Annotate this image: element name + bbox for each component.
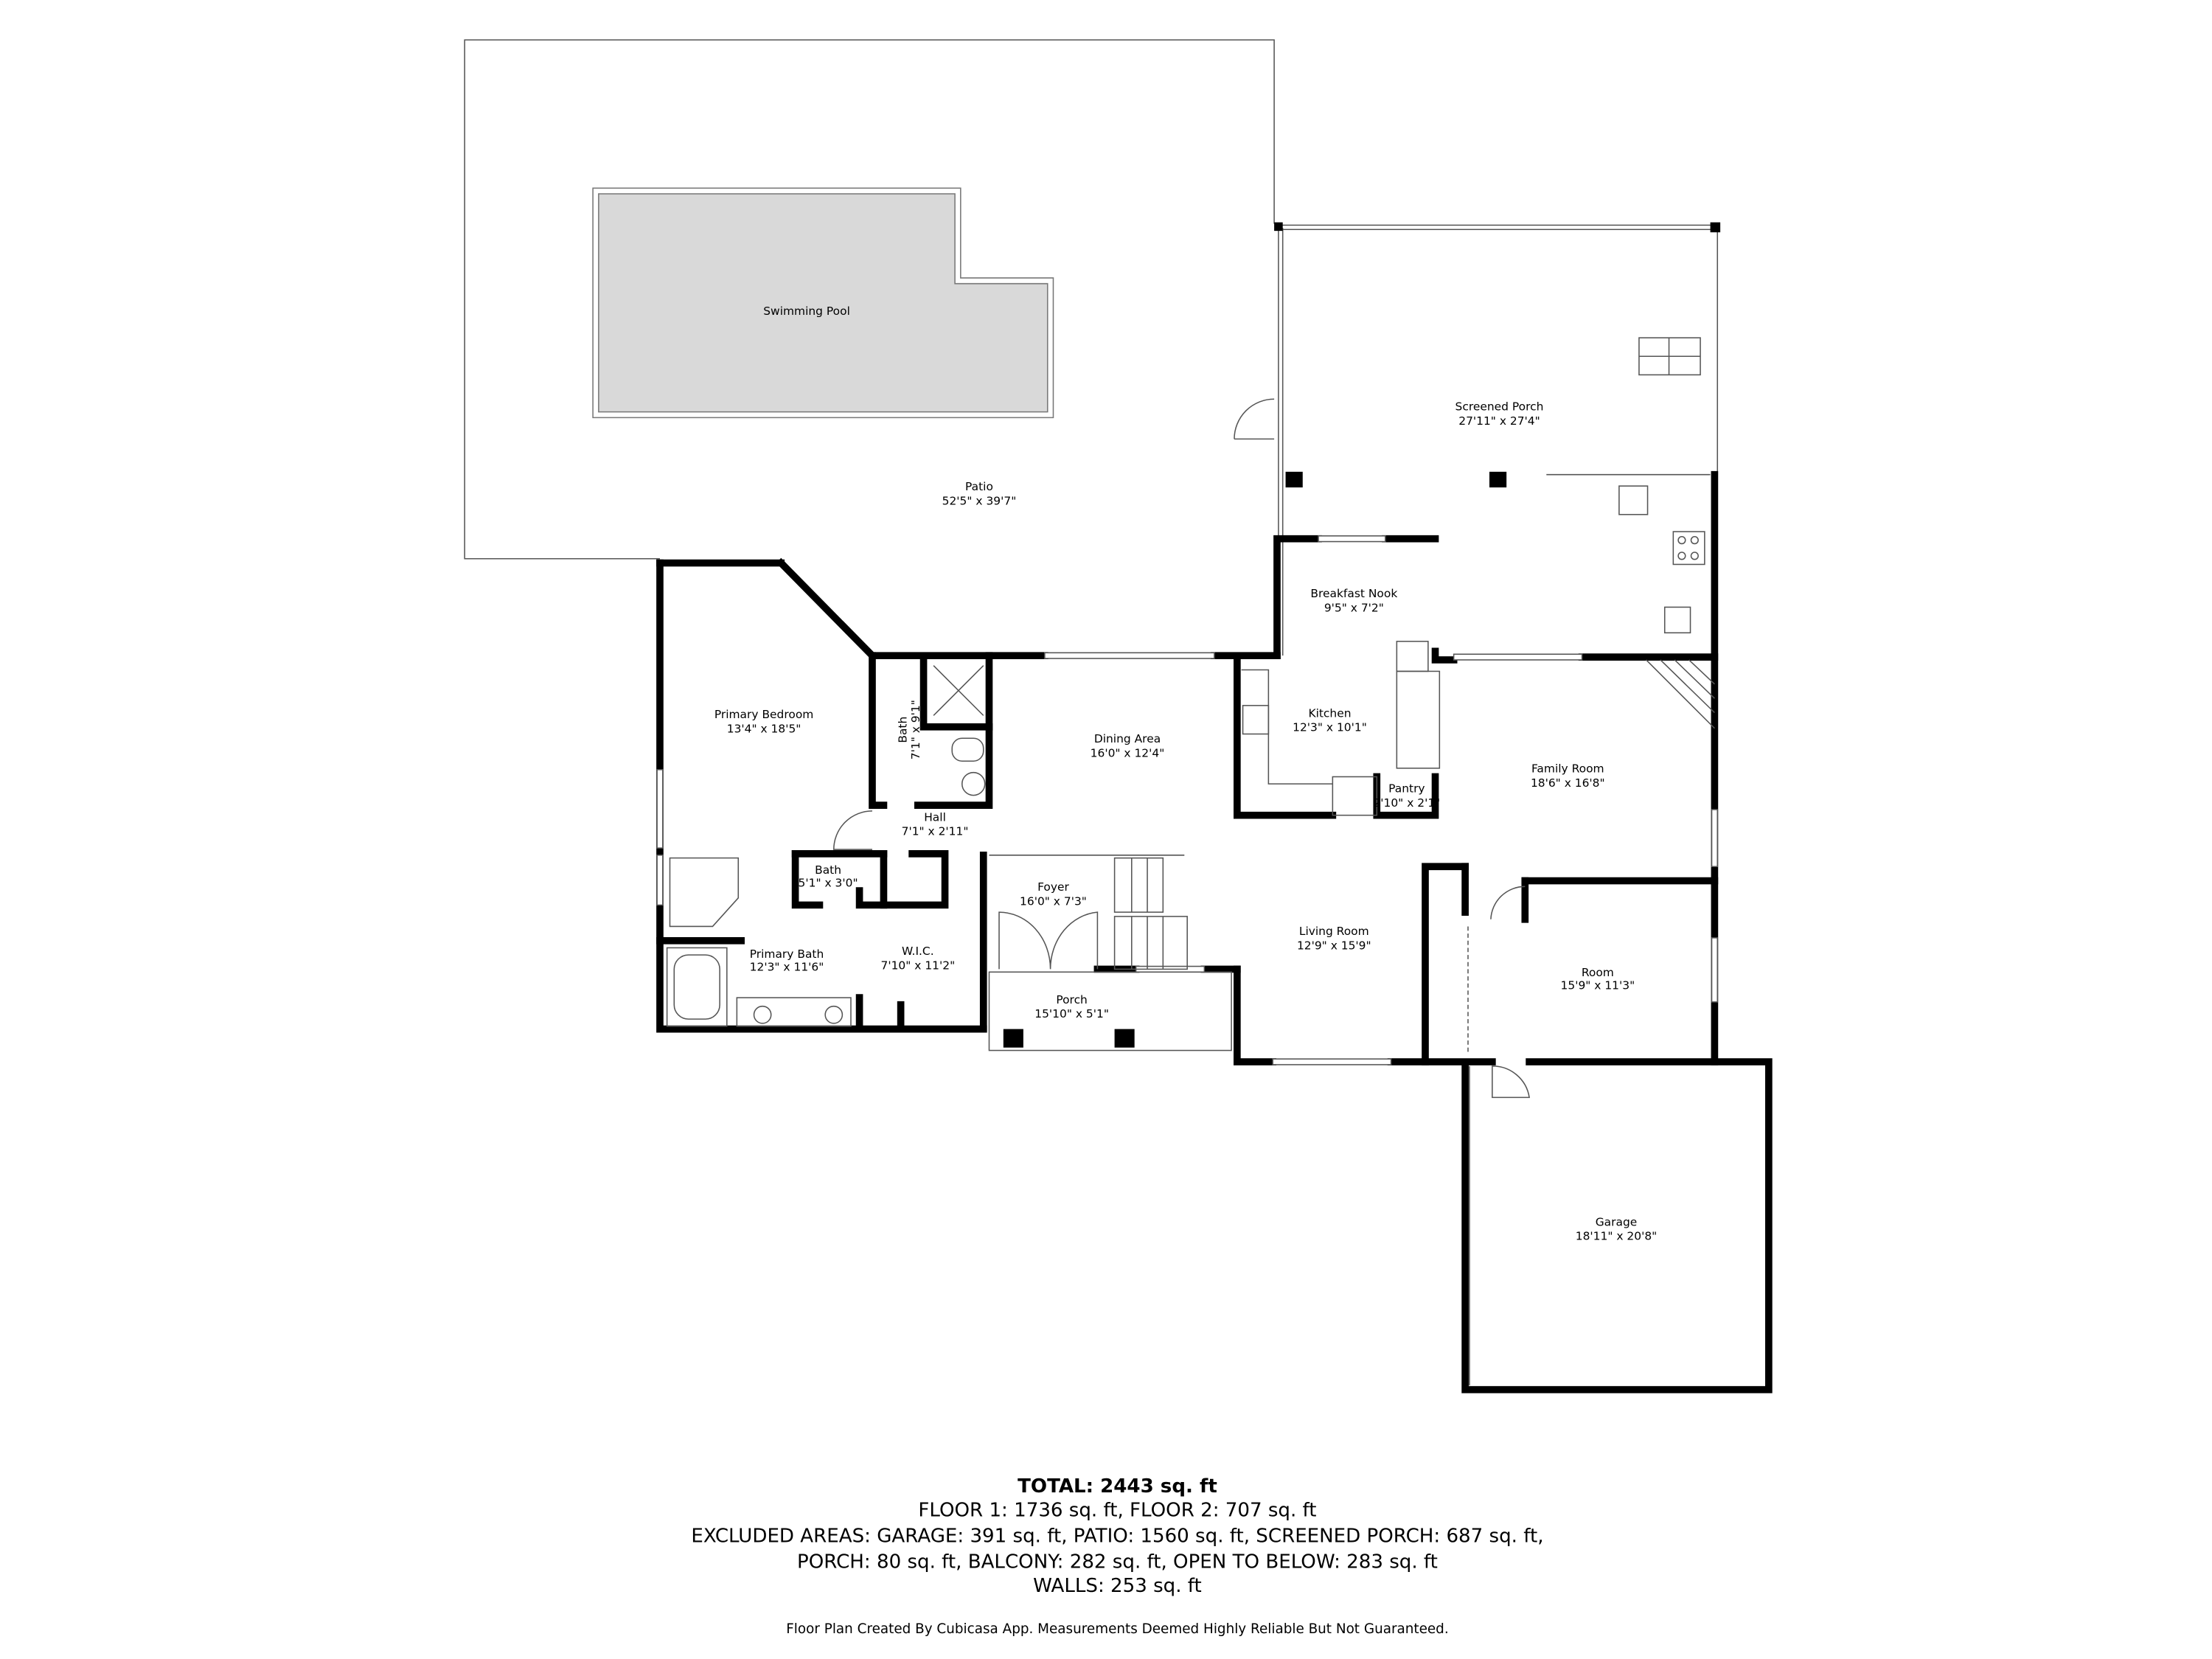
dims-kitchen: 12'3" x 10'1" bbox=[1293, 721, 1367, 734]
door-swing bbox=[833, 810, 872, 850]
disclaimer: Floor Plan Created By Cubicasa App. Meas… bbox=[786, 1621, 1448, 1637]
dims-screened-porch: 27'11" x 27'4" bbox=[1458, 414, 1540, 428]
label-dining-area: Dining Area bbox=[1094, 732, 1161, 745]
swimming-pool bbox=[598, 193, 1048, 413]
label-porch: Porch bbox=[1056, 993, 1088, 1006]
label-swimming-pool: Swimming Pool bbox=[763, 305, 850, 318]
dims-primary-bath: 12'3" x 11'6" bbox=[750, 960, 824, 973]
label-screened-porch: Screened Porch bbox=[1455, 400, 1544, 414]
dims-living-room: 12'9" x 15'9" bbox=[1297, 939, 1371, 952]
excluded-areas-line-1: EXCLUDED AREAS: GARAGE: 391 sq. ft, PATI… bbox=[691, 1525, 1543, 1547]
label-bath-small: Bath bbox=[815, 863, 841, 877]
screened-porch-outline bbox=[1278, 224, 1719, 656]
vanity bbox=[736, 997, 852, 1027]
dims-garage: 18'11" x 20'8" bbox=[1576, 1230, 1658, 1243]
door-swing bbox=[1490, 886, 1526, 919]
kitchen-island bbox=[1396, 670, 1441, 769]
floor-areas: FLOOR 1: 1736 sq. ft, FLOOR 2: 707 sq. f… bbox=[918, 1500, 1316, 1522]
dims-primary-bedroom: 13'4" x 18'5" bbox=[727, 723, 801, 736]
sink-icon bbox=[961, 771, 986, 796]
staircase bbox=[989, 855, 1188, 970]
patio-outline bbox=[464, 39, 1275, 560]
dims-breakfast-nook: 9'5" x 7'2" bbox=[1324, 601, 1384, 614]
label-room: Room bbox=[1582, 966, 1614, 979]
dims-bath: 7'1" x 9'1" bbox=[909, 700, 922, 759]
dims-hall: 7'1" x 2'11" bbox=[902, 825, 969, 838]
label-hall: Hall bbox=[924, 810, 946, 824]
excluded-areas-line-2: PORCH: 80 sq. ft, BALCONY: 282 sq. ft, O… bbox=[797, 1551, 1438, 1573]
label-living-room: Living Room bbox=[1299, 925, 1369, 938]
dims-room: 15'9" x 11'3" bbox=[1561, 978, 1635, 992]
dims-bath-small: 5'1" x 3'0" bbox=[799, 876, 858, 889]
label-foyer: Foyer bbox=[1037, 880, 1069, 894]
sink-icon bbox=[1663, 606, 1691, 634]
dims-family-room: 18'6" x 16'8" bbox=[1531, 776, 1605, 790]
shower-icon bbox=[669, 857, 740, 928]
dims-pantry: 2'10" x 2'1" bbox=[1373, 796, 1440, 810]
fireplace-hatch bbox=[1646, 659, 1715, 729]
dims-patio: 52'5" x 39'7" bbox=[942, 494, 1017, 507]
porch-outline bbox=[988, 971, 1232, 1051]
walls-area: WALLS: 253 sq. ft bbox=[1033, 1575, 1202, 1597]
label-kitchen: Kitchen bbox=[1308, 706, 1351, 720]
label-primary-bedroom: Primary Bedroom bbox=[714, 708, 814, 721]
bathtub-icon bbox=[666, 947, 728, 1027]
toilet-icon bbox=[951, 737, 984, 762]
dims-foyer: 16'0" x 7'3" bbox=[1020, 894, 1087, 908]
shower-icon bbox=[933, 665, 984, 716]
door-swing bbox=[1492, 1065, 1531, 1099]
room-labels: Swimming Pool Patio 52'5" x 39'7" Screen… bbox=[714, 305, 1657, 1243]
stove-icon bbox=[1242, 705, 1270, 735]
door-swing bbox=[1234, 398, 1275, 440]
label-breakfast-nook: Breakfast Nook bbox=[1310, 587, 1397, 600]
dims-wic: 7'10" x 11'2" bbox=[881, 959, 956, 972]
column bbox=[1285, 471, 1303, 488]
label-family-room: Family Room bbox=[1531, 762, 1604, 776]
column bbox=[1489, 471, 1507, 488]
area-summary: TOTAL: 2443 sq. ft FLOOR 1: 1736 sq. ft,… bbox=[691, 1475, 1543, 1637]
label-garage: Garage bbox=[1596, 1215, 1638, 1228]
label-wic: W.I.C. bbox=[902, 945, 934, 958]
grill-icon bbox=[1672, 531, 1705, 566]
label-bath: Bath bbox=[896, 717, 909, 743]
total-area: TOTAL: 2443 sq. ft bbox=[1018, 1475, 1217, 1498]
label-primary-bath: Primary Bath bbox=[750, 947, 824, 961]
front-door bbox=[998, 911, 1099, 970]
dims-dining-area: 16'0" x 12'4" bbox=[1091, 746, 1165, 759]
dims-porch: 15'10" x 5'1" bbox=[1034, 1007, 1109, 1020]
label-pantry: Pantry bbox=[1388, 782, 1425, 796]
walls bbox=[656, 470, 1773, 1394]
label-patio: Patio bbox=[965, 480, 993, 493]
